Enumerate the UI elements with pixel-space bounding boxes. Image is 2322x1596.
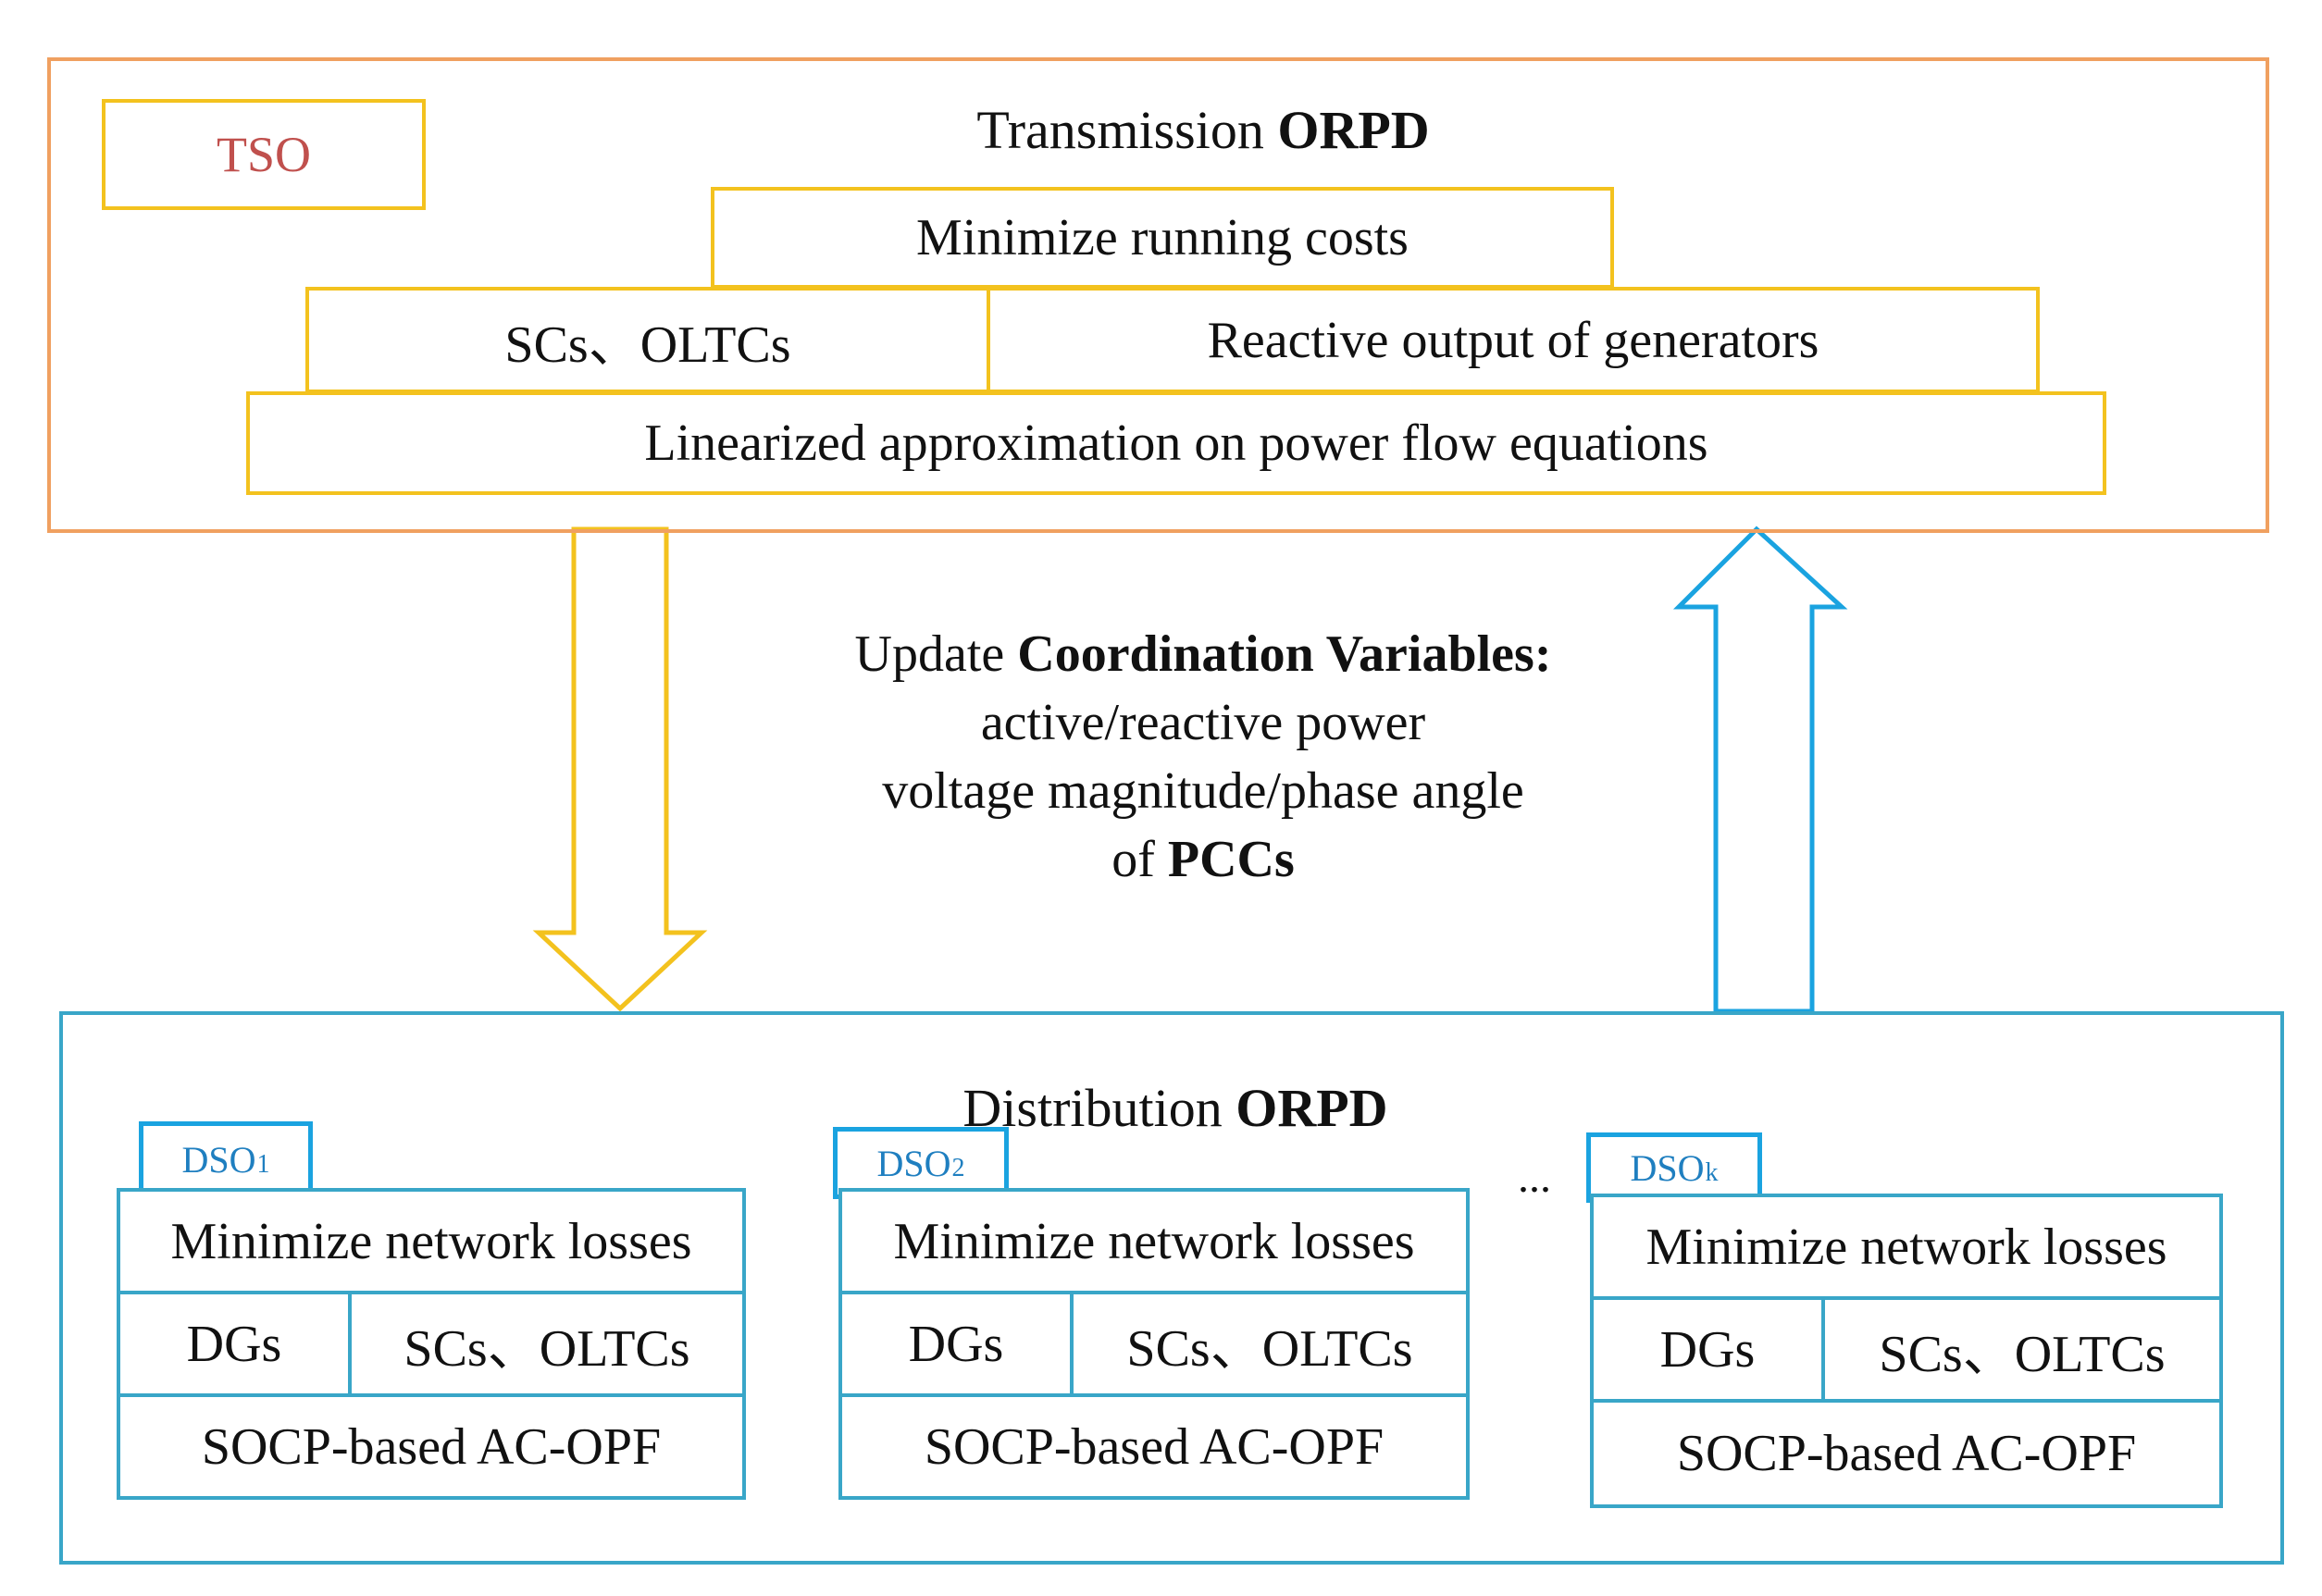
- tso-controls-right-box: Reactive output of generators: [987, 287, 2040, 393]
- dso1-controls-box: SCs、OLTCs: [348, 1291, 746, 1397]
- tso-title-bold: ORPD: [1277, 99, 1430, 160]
- tso-controls-left-box: SCs、OLTCs: [305, 287, 990, 393]
- dsok-model-box: SOCP-based AC-OPF: [1590, 1399, 2223, 1508]
- coord-line1-suffix: :: [1534, 625, 1552, 683]
- coord-line4-bold: PCCs: [1167, 831, 1295, 888]
- tso-frame: [47, 57, 2269, 533]
- dsok-dgs-box: DGs: [1590, 1296, 1825, 1403]
- dso-title-bold: ORPD: [1236, 1077, 1388, 1138]
- dsok-controls-box: SCs、OLTCs: [1821, 1296, 2223, 1403]
- coordination-line-3: voltage magnitude/phase angle: [882, 762, 1524, 820]
- dso2-model-box: SOCP-based AC-OPF: [838, 1393, 1470, 1500]
- more-dso-ellipsis: ...: [1518, 1153, 1551, 1202]
- tso-title: Transmission ORPD: [833, 93, 1573, 167]
- dsok-objective-box: Minimize network losses: [1590, 1194, 2223, 1300]
- coordination-text: Update Coordination Variables: active/re…: [648, 620, 1758, 894]
- dso1-model-box: SOCP-based AC-OPF: [117, 1393, 746, 1500]
- dso2-controls-box: SCs、OLTCs: [1070, 1291, 1470, 1397]
- dso1-dgs-box: DGs: [117, 1291, 352, 1397]
- tso-model-box: Linearized approximation on power flow e…: [246, 391, 2106, 495]
- coord-line4-prefix: of: [1111, 831, 1168, 888]
- dso-frame: [59, 1011, 2284, 1565]
- dso1-tag-label: DSO: [181, 1138, 256, 1181]
- coordination-line-2: active/reactive power: [980, 694, 1426, 751]
- tso-objective-box: Minimize running costs: [711, 187, 1614, 289]
- dso2-tag-sub: 2: [951, 1154, 965, 1182]
- tso-tag: TSO: [102, 99, 426, 210]
- dso2-tag-label: DSO: [876, 1142, 951, 1184]
- dso2-dgs-box: DGs: [838, 1291, 1074, 1397]
- coordination-line-1: Update Coordination Variables:: [648, 620, 1758, 688]
- coord-line1-bold: Coordination Variables: [1017, 625, 1534, 683]
- dso1-tag-sub: 1: [256, 1150, 270, 1179]
- coord-line1-prefix: Update: [854, 625, 1018, 683]
- down-arrow: [532, 526, 708, 1012]
- tso-title-prefix: Transmission: [976, 99, 1278, 160]
- dso1-objective-box: Minimize network losses: [117, 1188, 746, 1294]
- dso2-objective-box: Minimize network losses: [838, 1188, 1470, 1294]
- dsok-tag-label: DSO: [1630, 1146, 1705, 1189]
- coordination-line-4: of PCCs: [648, 825, 1758, 894]
- dsok-tag-sub: k: [1705, 1158, 1719, 1187]
